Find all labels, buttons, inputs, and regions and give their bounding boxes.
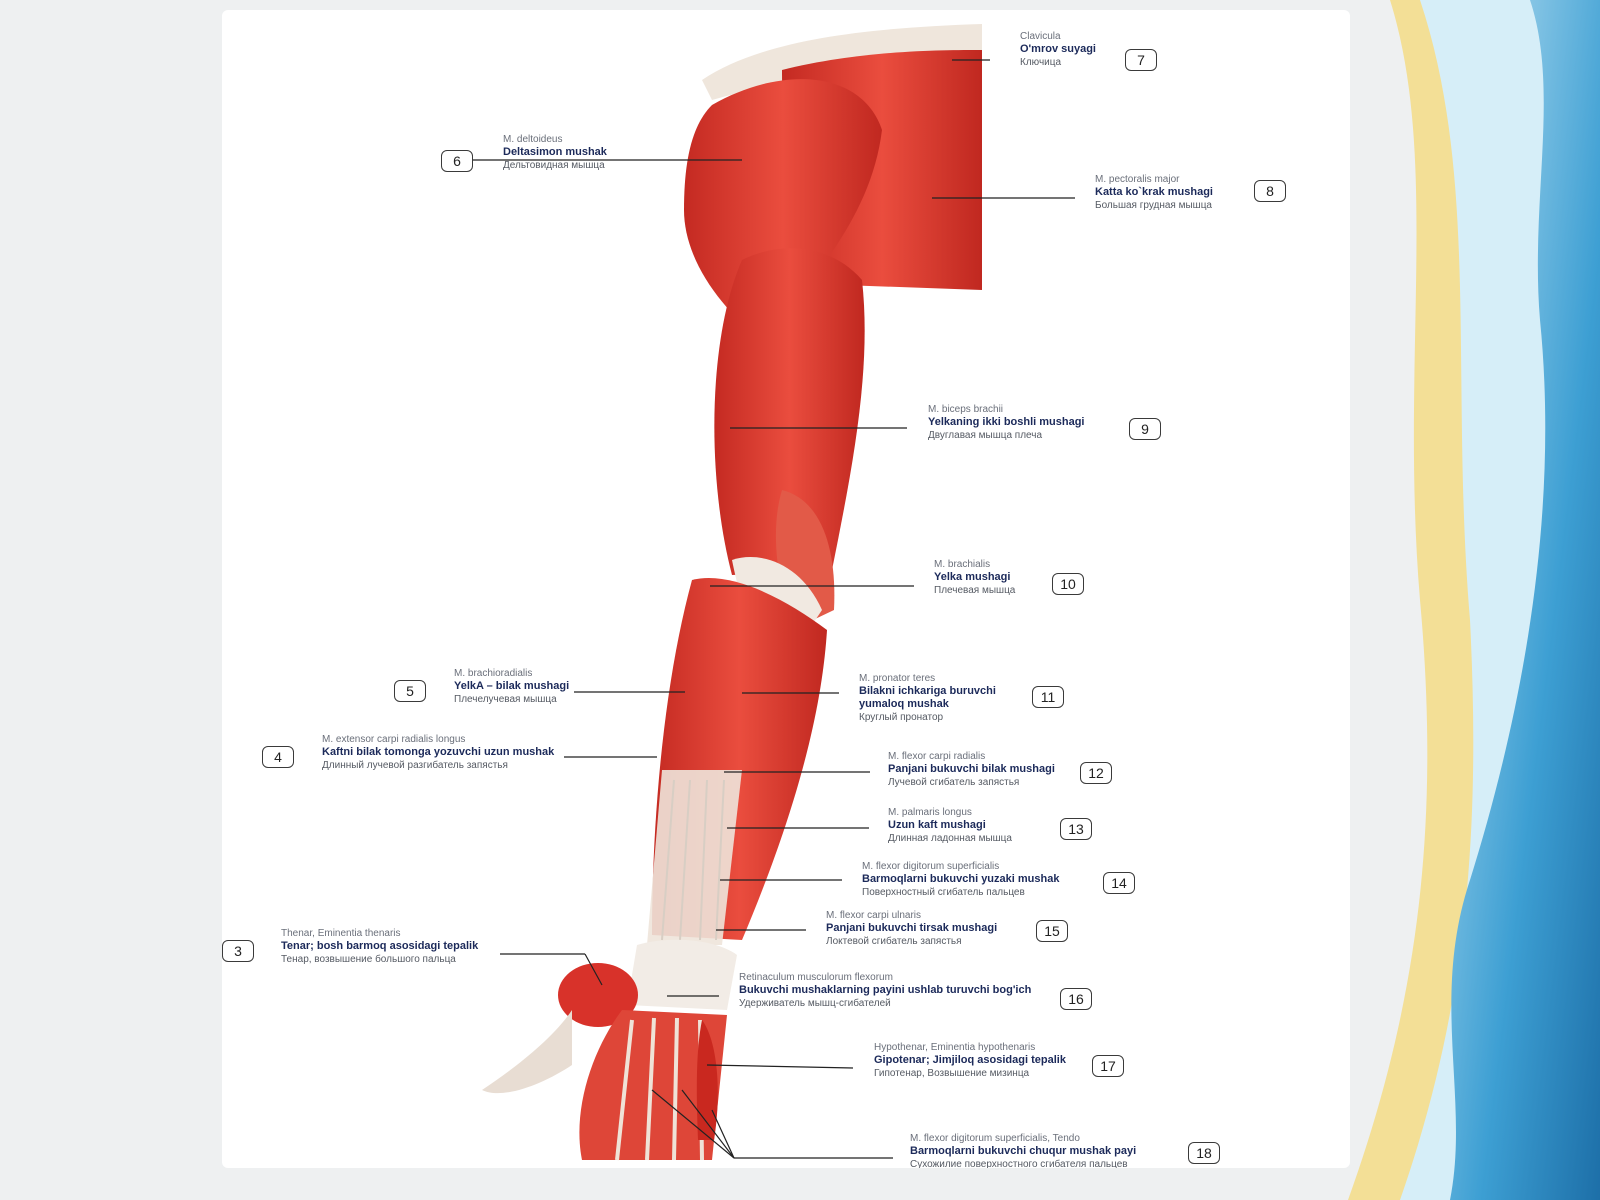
marker-18: 18 [1188,1142,1220,1164]
label-flexor-digitorum-tendo: M. flexor digitorum superficialis, Tendo… [910,1132,1136,1168]
label-hypothenar: Hypothenar, Eminentia hypothenaris Gipot… [874,1041,1066,1080]
label-uzbek: Panjani bukuvchi bilak mushagi [888,763,1055,775]
arm-illustration [482,24,982,1161]
slide-card: Clavicula O'mrov suyagi Ключица 7 6 M. d… [222,10,1350,1168]
arm-muscle-diagram [457,24,1075,1161]
label-uzbek: Yelkaning ikki boshli mushagi [928,416,1085,428]
label-uzbek: O'mrov suyagi [1020,43,1096,55]
label-russian: Плечевая мышца [934,585,1016,596]
marker-14: 14 [1103,872,1135,894]
marker-10: 10 [1052,573,1084,595]
label-russian: Длинный лучевой разгибатель запястья [322,760,508,771]
label-uzbek: Uzun kaft mushagi [888,819,986,831]
label-uzbek: Bukuvchi mushaklarning payini ushlab tur… [739,984,1032,996]
label-uzbek: Bilakni ichkariga buruvchi yumaloq musha… [859,685,996,710]
label-uzbek: Panjani bukuvchi tirsak mushagi [826,922,998,934]
label-russian: Локтевой сгибатель запястья [826,936,962,947]
label-latin: M. extensor carpi radialis longus [322,734,466,745]
label-thenar: Thenar, Eminentia thenaris Tenar; bosh b… [281,927,478,966]
blue-wave [1450,0,1600,1200]
label-russian: Тенар, возвышение большого пальца [281,954,456,965]
label-uzbek: YelkA – bilak mushagi [454,680,570,692]
label-uzbek: Yelka mushagi [934,571,1011,583]
deltoid [684,79,882,341]
label-latin: M. biceps brachii [928,404,1004,415]
label-latin: M. flexor carpi radialis [888,751,986,762]
marker-4: 4 [262,746,294,768]
label-russian: Поверхностный сгибатель пальцев [862,887,1025,898]
label-uzbek: Tenar; bosh barmoq asosidagi tepalik [281,940,479,952]
marker-15: 15 [1036,920,1068,942]
marker-3: 3 [222,940,254,962]
label-biceps-brachii: M. biceps brachii Yelkaning ikki boshli … [928,403,1085,442]
label-uzbek: Gipotenar; Jimjiloq asosidagi tepalik [874,1054,1066,1066]
label-latin: M. pectoralis major [1095,174,1180,185]
marker-8: 8 [1254,180,1286,202]
label-uzbek: Barmoqlarni bukuvchi yuzaki mushak [862,873,1060,885]
label-russian: Дельтовидная мышца [503,160,605,171]
label-russian: Двуглавая мышца плеча [928,430,1043,441]
label-latin: M. deltoideus [503,134,563,145]
marker-17: 17 [1092,1055,1124,1077]
label-russian: Ключица [1020,57,1062,68]
marker-12: 12 [1080,762,1112,784]
label-latin: M. brachioradialis [454,668,533,679]
marker-6: 6 [441,150,473,172]
label-russian: Круглый пронатор [859,712,944,723]
palm [579,1010,727,1160]
leader-lines [457,59,1075,1159]
label-russian: Длинная ладонная мышца [888,833,1012,844]
label-flexor-carpi-radialis: M. flexor carpi radialis Panjani bukuvch… [888,750,1055,789]
label-flexor-digitorum-superficialis: M. flexor digitorum superficialis Barmoq… [862,860,1059,899]
label-flexor-carpi-ulnaris: M. flexor carpi ulnaris Panjani bukuvchi… [826,909,997,948]
label-uzbek: Katta ko`krak mushagi [1095,186,1213,198]
retinaculum [627,939,737,1010]
label-latin: Hypothenar, Eminentia hypothenaris [874,1042,1036,1053]
marker-13: 13 [1060,818,1092,840]
label-latin: M. pronator teres [859,673,936,684]
marker-7: 7 [1125,49,1157,71]
label-deltoideus: M. deltoideus Deltasimon mushak Дельтови… [503,133,607,172]
label-clavicula: Clavicula O'mrov suyagi Ключица [1020,30,1096,69]
biceps [714,248,865,576]
label-russian: Сухожилие поверхностного сгибателя пальц… [910,1159,1128,1168]
label-palmaris-longus: M. palmaris longus Uzun kaft mushagi Дли… [888,806,1012,845]
marker-16: 16 [1060,988,1092,1010]
thumb [482,1010,572,1094]
label-brachioradialis: M. brachioradialis YelkA – bilak mushagi… [454,667,569,706]
label-pectoralis-major: M. pectoralis major Katta ko`krak mushag… [1095,173,1213,212]
label-russian: Большая грудная мышца [1095,200,1212,211]
label-brachialis: M. brachialis Yelka mushagi Плечевая мыш… [934,558,1015,597]
label-latin: M. flexor digitorum superficialis, Tendo [910,1133,1080,1144]
label-latin: M. palmaris longus [888,807,972,818]
label-latin: M. brachialis [934,559,991,570]
label-russian: Удерживатель мышц-сгибателей [739,998,891,1009]
label-russian: Гипотенар, Возвышение мизинца [874,1068,1030,1079]
label-latin: Retinaculum musculorum flexorum [739,972,893,983]
marker-9: 9 [1129,418,1161,440]
label-russian: Плечелучевая мышца [454,694,557,705]
marker-5: 5 [394,680,426,702]
label-latin: Clavicula [1020,31,1061,42]
label-latin: Thenar, Eminentia thenaris [281,928,401,939]
label-latin: M. flexor digitorum superficialis [862,861,1000,872]
label-retinaculum-flexorum: Retinaculum musculorum flexorum Bukuvchi… [739,971,1031,1010]
thenar [558,963,638,1027]
label-uzbek: Barmoqlarni bukuvchi chuqur mushak payi [910,1145,1137,1157]
marker-11: 11 [1032,686,1064,708]
label-uzbek: Kaftni bilak tomonga yozuvchi uzun musha… [322,746,555,758]
label-russian: Лучевой сгибатель запястья [888,777,1020,788]
label-latin: M. flexor carpi ulnaris [826,910,922,921]
label-extensor-carpi-radialis-longus: M. extensor carpi radialis longus Kaftni… [322,733,554,772]
label-pronator-teres: M. pronator teres Bilakni ichkariga buru… [859,672,1019,724]
label-uzbek: Deltasimon mushak [503,146,607,158]
